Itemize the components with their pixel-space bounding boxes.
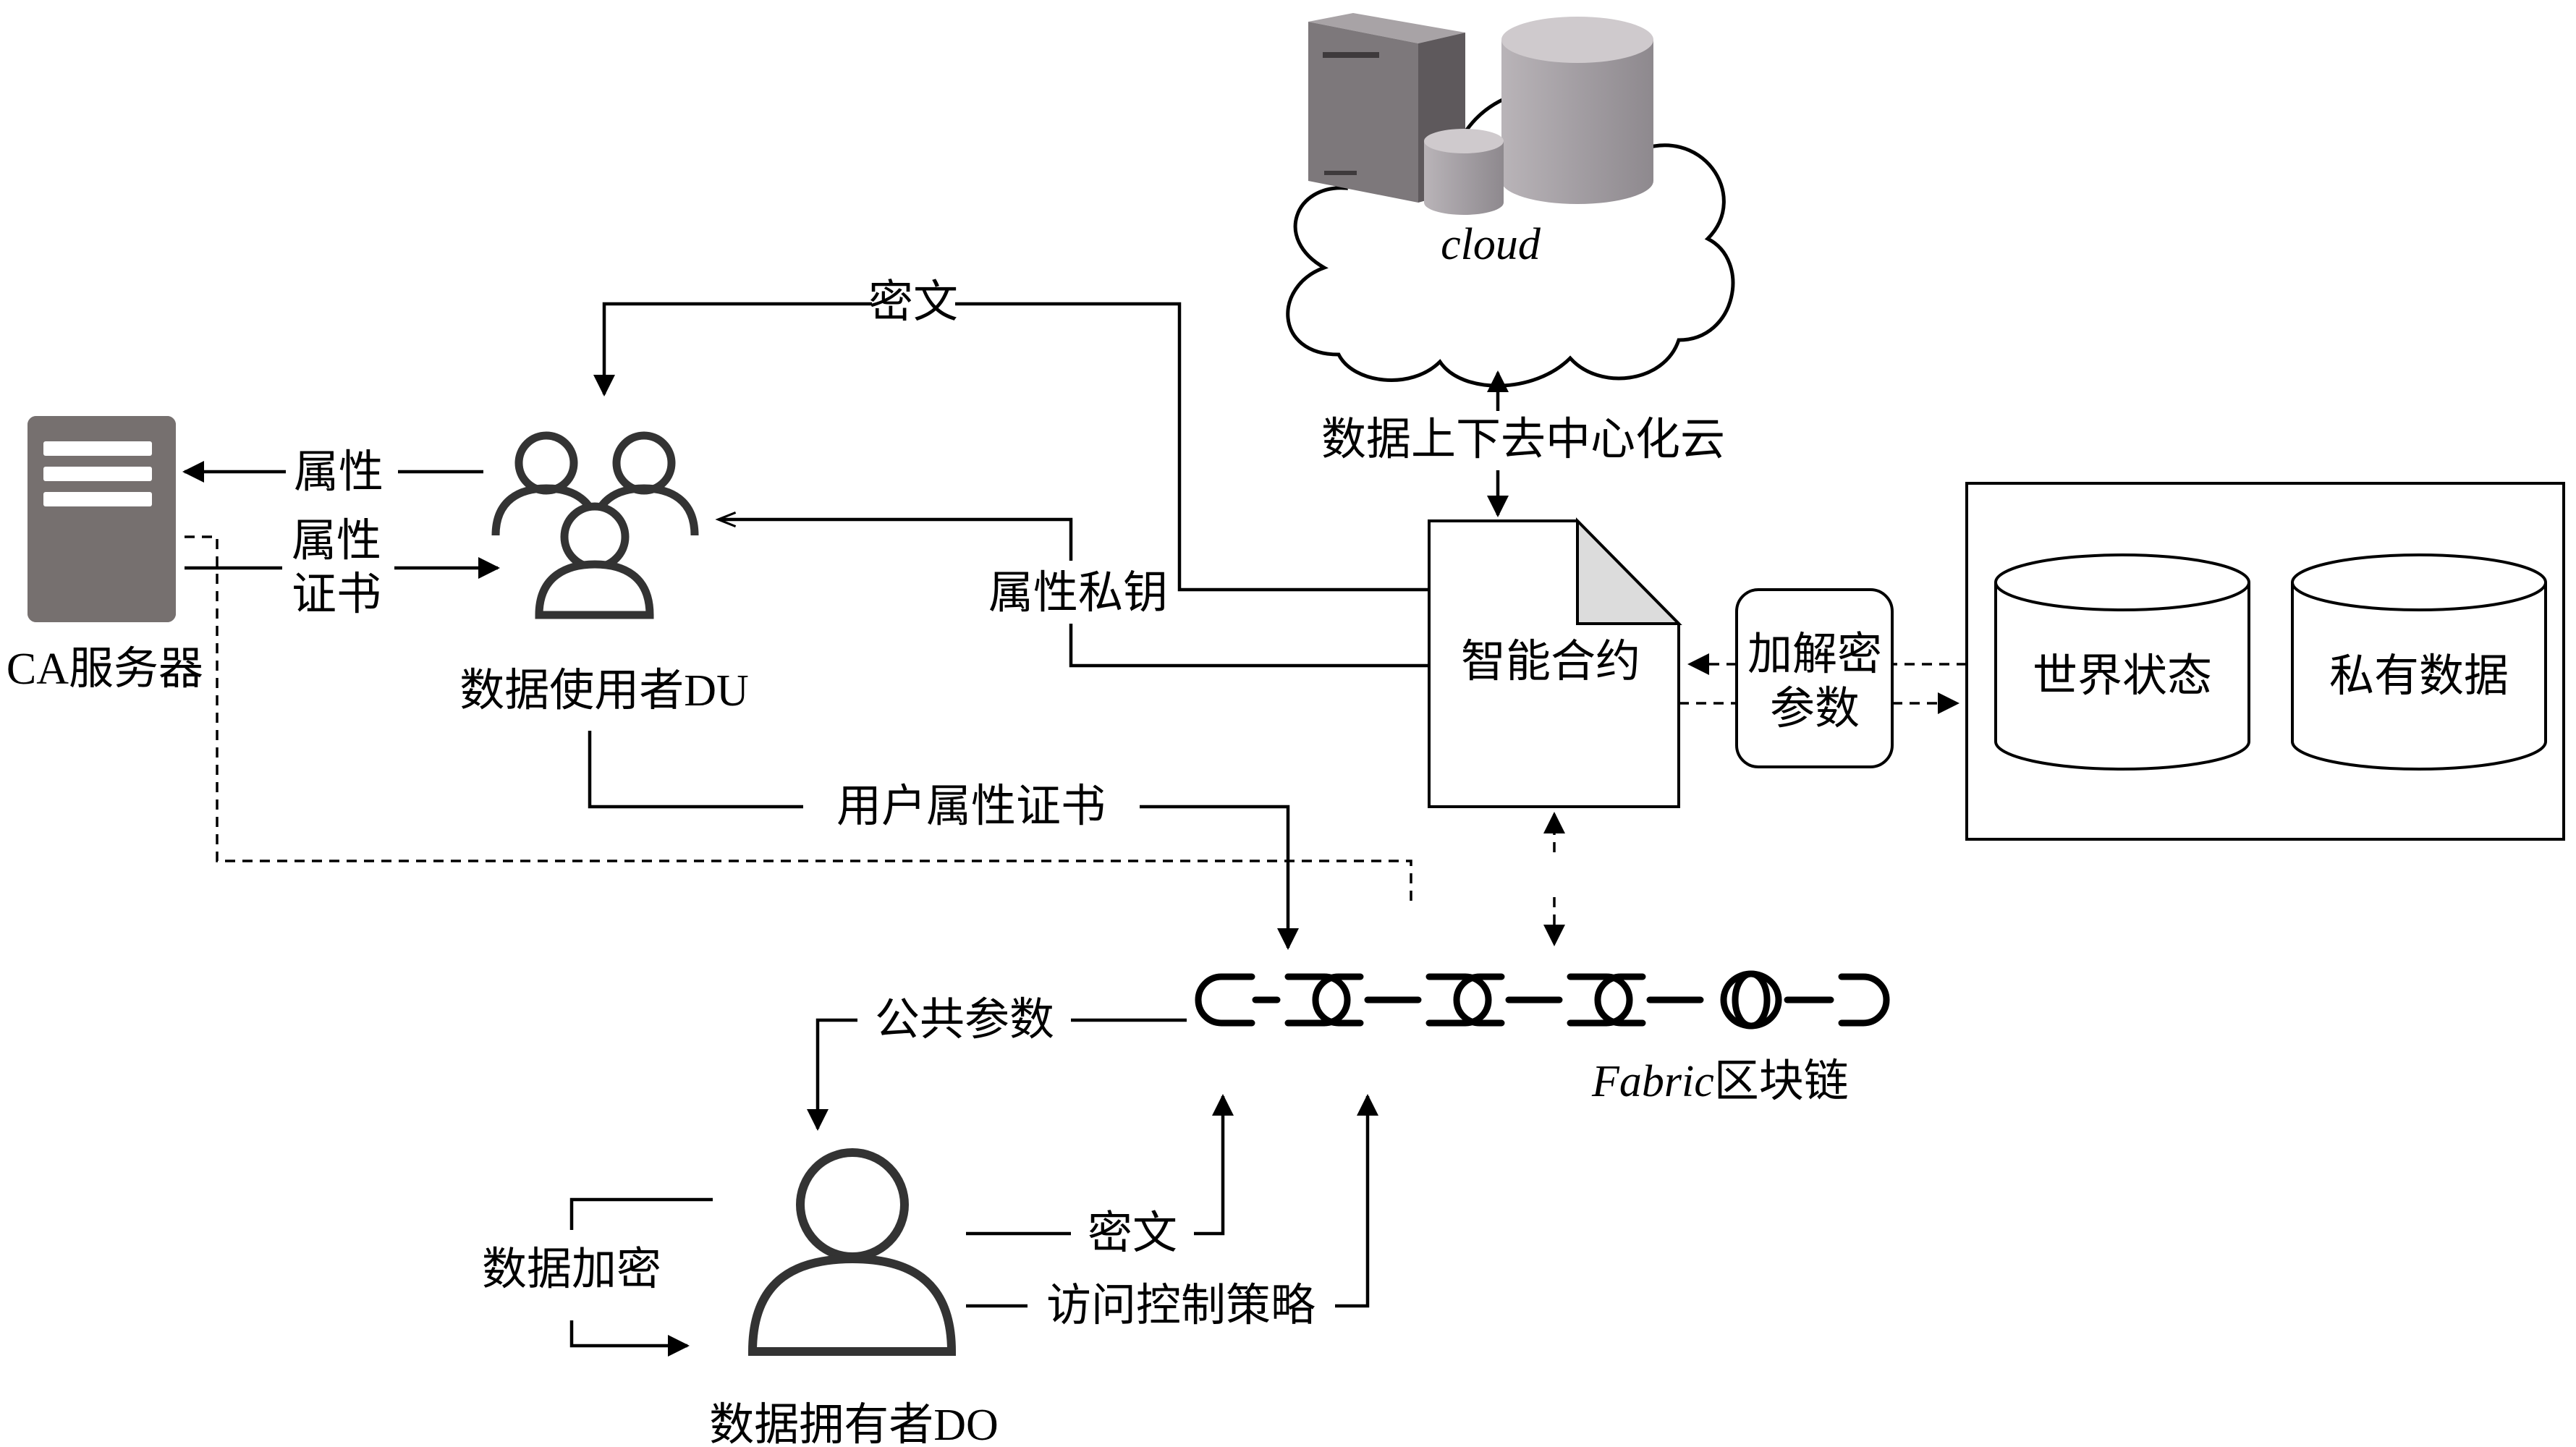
edge-ciphertext-to-du: [604, 302, 1429, 592]
blockchain-label-italic: Fabric: [1591, 1057, 1714, 1106]
ca-server-icon: [27, 416, 176, 622]
cloud-storage-small-icon: [1424, 129, 1504, 215]
label-public-params: 公共参数: [875, 996, 1054, 1045]
label-user-attribute-cert: 用户属性证书: [836, 782, 1106, 831]
edge-ciphertext-from-do: [966, 1096, 1223, 1236]
label-attribute-private-key: 属性私钥: [988, 569, 1168, 618]
edge-ca-dashed-to-chain: [185, 535, 1412, 904]
edge-attr-private-key: [720, 519, 1429, 668]
blockchain-label-suffix: 区块链: [1714, 1057, 1849, 1106]
data-owner-label: 数据拥有者DO: [709, 1401, 999, 1447]
smart-contract-document-icon: [1428, 517, 1682, 808]
label-data-encryption: 数据加密: [482, 1245, 661, 1294]
smart-contract-label: 智能合约: [1461, 637, 1640, 687]
world-state-cylinder: [1994, 553, 2250, 771]
label-data-to-cloud: 数据上下去中心化云: [1321, 415, 1725, 464]
label-ciphertext-to-du: 密文: [868, 278, 958, 327]
edge-public-params-to-do: [818, 1018, 1187, 1129]
private-data-label: 私有数据: [2329, 652, 2509, 701]
label-attribute-cert-line1: 属性: [292, 517, 381, 566]
cloud-label: cloud: [1441, 220, 1541, 269]
edge-access-policy: [966, 1096, 1368, 1308]
data-owner-icon: [747, 1148, 957, 1356]
label-attribute: 属性: [294, 448, 384, 497]
label-attribute-cert-line2: 证书: [292, 570, 381, 619]
enc-dec-params-line2: 参数: [1770, 684, 1860, 734]
enc-dec-params-box: [1735, 588, 1894, 768]
blockchain-chain-icon: [1195, 970, 1890, 1030]
data-user-group-icon: [491, 431, 699, 619]
world-state-label: 世界状态: [2033, 652, 2212, 701]
cloud-group: cloud: [1286, 13, 1735, 388]
private-data-cylinder: [2291, 553, 2547, 771]
label-access-policy: 访问控制策略: [1046, 1281, 1315, 1331]
data-user-label: 数据使用者DU: [459, 666, 749, 716]
cloud-storage-large-icon: [1501, 17, 1653, 204]
edge-data-encryption: [569, 1197, 713, 1346]
enc-dec-params-line1: 加解密: [1747, 630, 1882, 679]
ca-server-label: CA服务器: [7, 645, 203, 694]
blockchain-label: Fabric区块链: [1591, 1057, 1849, 1106]
edge-user-cert-to-chain: [588, 731, 1288, 948]
label-ciphertext-from-do: 密文: [1088, 1209, 1177, 1258]
